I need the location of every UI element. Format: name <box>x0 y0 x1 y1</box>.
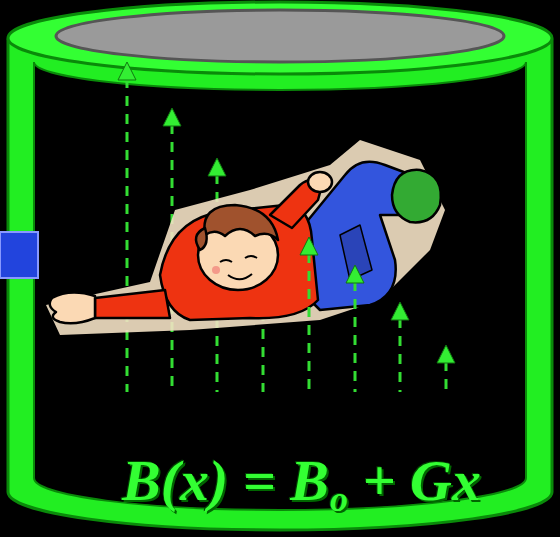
field-line <box>308 253 311 392</box>
subscript: o <box>330 479 348 519</box>
arrow-head <box>118 62 136 80</box>
field-line <box>354 281 357 392</box>
arrow-head <box>346 265 364 283</box>
cylinder-rim <box>8 2 552 74</box>
field-equation: B(x) = Bo+ Gx <box>122 452 481 518</box>
arrow-head <box>437 345 455 363</box>
equation-text: + Gx <box>363 448 481 513</box>
equation-text: B(x) = B <box>122 448 329 513</box>
arrow-head <box>163 108 181 126</box>
patient-figure <box>46 140 445 335</box>
field-line <box>445 361 448 392</box>
coil-marker <box>0 232 38 278</box>
bore-opening <box>56 10 504 62</box>
bore-front <box>34 62 526 510</box>
magnet-cylinder <box>8 40 552 530</box>
field-line <box>399 318 402 392</box>
field-line <box>126 78 129 392</box>
arrow-head <box>300 237 318 255</box>
arrow-head <box>391 302 409 320</box>
field-arrows <box>300 237 455 392</box>
arrow-head <box>208 158 226 176</box>
